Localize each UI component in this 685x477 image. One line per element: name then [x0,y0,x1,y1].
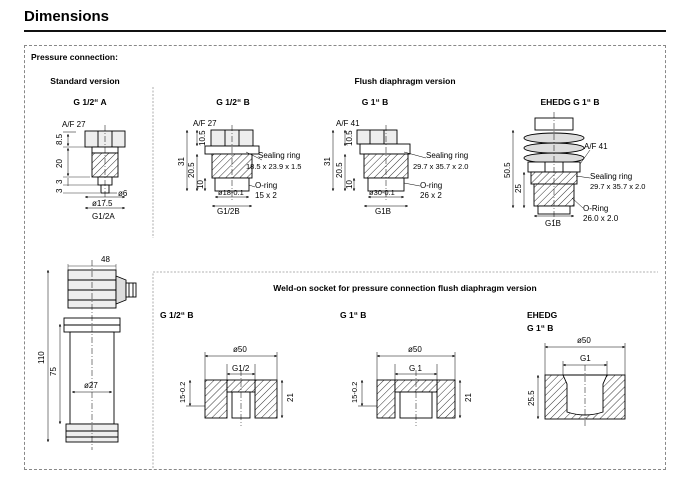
d2-sealing-dims: 18.5 x 23.9 x 1.5 [246,162,301,171]
weld-header-ehedg: EHEDG [527,310,558,320]
w3-255: 25.5 [527,390,536,406]
drawing-standard-g12a [63,125,126,210]
d3-oring-dims: 26 x 2 [420,191,442,200]
heading-standard-version: Standard version [50,76,120,86]
drawing-transmitter-body [46,260,137,450]
section-pressure-connection: Pressure connection: [31,52,118,62]
d5-o27: ø27 [84,381,98,390]
drawing-flush-g1b [331,125,427,208]
w2-o50: ø50 [408,345,422,354]
w1-o50: ø50 [233,345,247,354]
d2-sealing-ring: Sealing ring [258,151,300,160]
d2-105: 10.5 [198,130,207,146]
d4-g1b: G1B [545,219,561,228]
d1-af27: A/F 27 [62,120,86,129]
d1-o6: ø6 [118,189,128,198]
d4-sealing-dims: 29.7 x 35.7 x 2.0 [590,182,645,191]
w2-15: 15-0.2 [350,382,359,403]
d2-31: 31 [177,157,186,166]
d5-48: 48 [101,255,110,264]
col-header-ehedg: EHEDG G 1“ B [540,97,600,107]
d3-af41: A/F 41 [336,119,360,128]
weld-socket-title: Weld-on socket for pressure connection f… [273,283,537,293]
d4-25: 25 [514,184,523,193]
weld-header-ehedg-g1b: G 1“ B [527,323,554,333]
d3-g1b: G1B [375,207,391,216]
d3-105: 10.5 [345,130,354,146]
section-separators [152,87,658,468]
w1-21: 21 [286,393,295,402]
w1-g12: G1/2 [232,364,250,373]
col-header-g12b: G 1/2“ B [216,97,250,107]
d1-g12a: G1/2A [92,212,115,221]
drawing-frame [24,45,666,470]
d2-af27: A/F 27 [193,119,217,128]
d3-31: 31 [323,157,332,166]
weld-socket-ehedg [536,343,626,428]
weld-socket-g12b [186,352,284,426]
d4-af41: A/F 41 [584,142,608,151]
d2-oring: O-ring [255,181,277,190]
d1-3a: 3 [55,179,64,184]
d4-oring-dims: 26.0 x 2.0 [583,214,619,223]
d2-205: 20.5 [187,162,196,178]
d1-20: 20 [55,159,64,168]
d3-205: 20.5 [335,162,344,178]
weld-header-g12b: G 1/2“ B [160,310,194,320]
d3-sealing-dims: 29.7 x 35.7 x 2.0 [413,162,468,171]
drawing-ehedg-g1b [511,112,591,222]
w2-g1: G 1 [409,364,422,373]
d2-g12b: G1/2B [217,207,240,216]
d4-oring: O-Ring [583,204,608,213]
d1-o175: ø17.5 [92,199,113,208]
d2-o18: ø18-0.1 [218,188,244,197]
d3-sealing-ring: Sealing ring [426,151,468,160]
heading-flush-version: Flush diaphragm version [354,76,456,86]
d5-110: 110 [37,351,46,364]
page-title: Dimensions [24,8,110,25]
d3-10: 10 [345,180,354,189]
drawing-flush-g12b [185,125,263,208]
w1-15: 15-0.2 [178,382,187,403]
w2-21: 21 [464,393,473,402]
w3-g1: G1 [580,354,591,363]
d3-o30: ø30-0.1 [369,188,395,197]
d4-sealing-ring: Sealing ring [590,172,632,181]
weld-socket-g1b [358,352,462,426]
d5-75: 75 [49,367,58,376]
d2-oring-dims: 15 x 2 [255,191,277,200]
col-header-g1b: G 1“ B [361,97,389,107]
w3-o50: ø50 [577,336,591,345]
col-header-g12a: G 1/2“ A [73,97,107,107]
d4-505: 50.5 [503,162,512,178]
d3-oring: O-ring [420,181,442,190]
d1-3b: 3 [55,188,64,193]
d2-10: 10 [196,180,205,189]
title-rule [24,30,666,32]
weld-header-g1b: G 1“ B [340,310,367,320]
d1-85: 8.5 [55,133,64,145]
